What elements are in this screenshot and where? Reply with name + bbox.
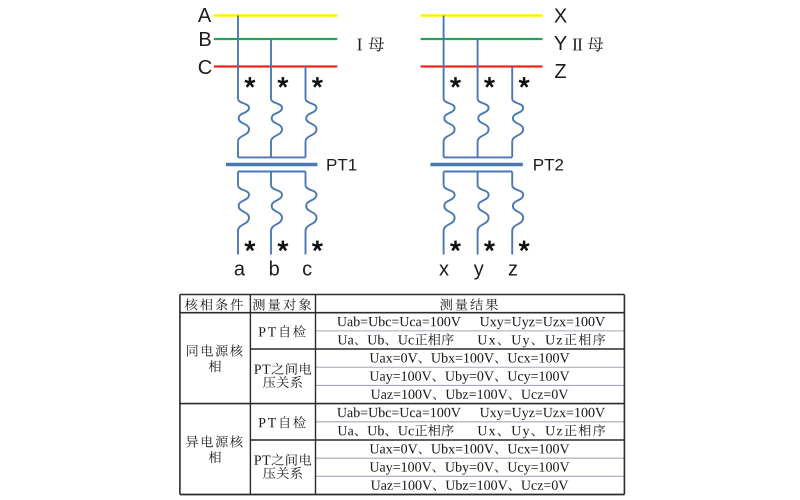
svg-text:c: c — [302, 259, 312, 281]
svg-text:Z: Z — [554, 61, 566, 83]
svg-text:x: x — [439, 259, 449, 281]
svg-text:PT2: PT2 — [533, 156, 564, 175]
svg-text:A: A — [198, 5, 212, 27]
svg-text:Y: Y — [554, 33, 567, 55]
svg-text:y: y — [474, 259, 484, 281]
svg-text:C: C — [198, 57, 212, 79]
svg-text:b: b — [269, 259, 280, 281]
svg-text:z: z — [508, 259, 518, 281]
svg-text:a: a — [234, 259, 246, 281]
svg-text:B: B — [198, 29, 211, 51]
svg-text:PT1: PT1 — [326, 156, 357, 175]
svg-text:X: X — [554, 5, 567, 27]
